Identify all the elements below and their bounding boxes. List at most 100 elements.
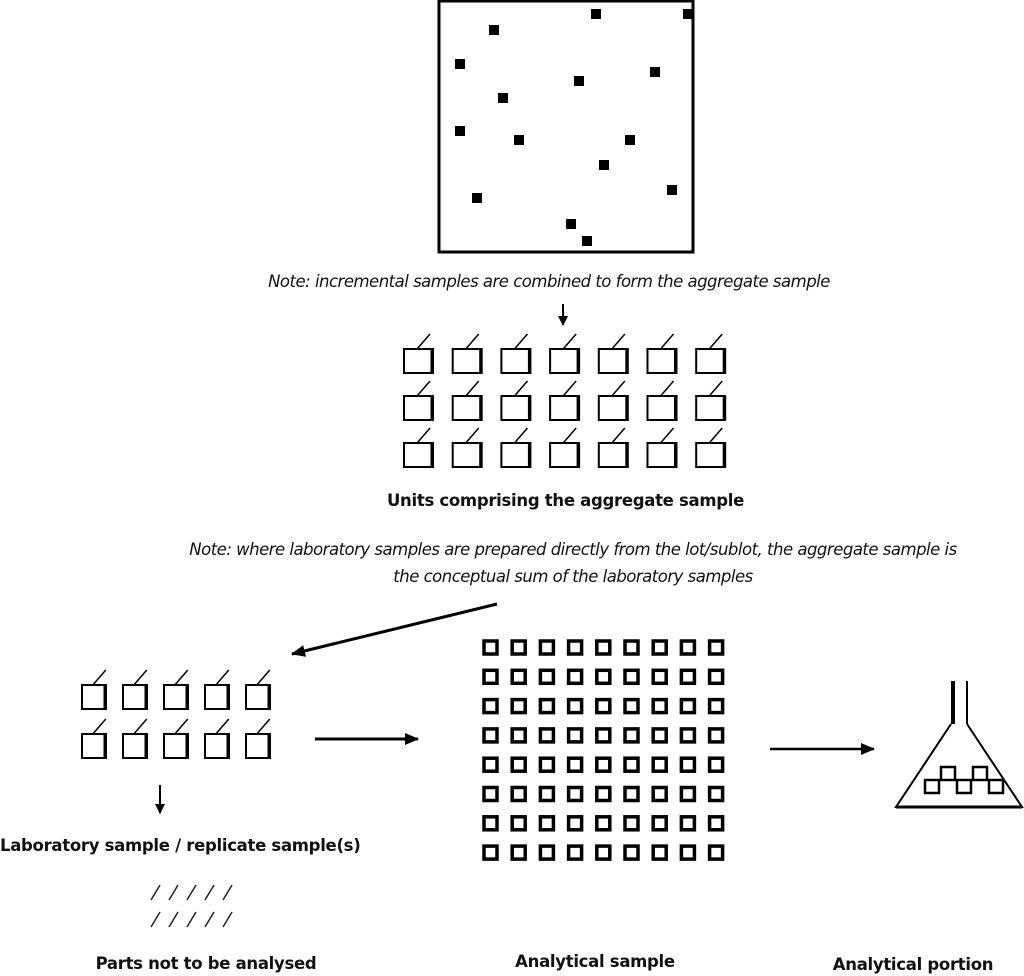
analytical-unit	[538, 815, 556, 832]
sample-unit	[646, 427, 678, 468]
discarded-part	[204, 911, 215, 928]
analytical-unit	[679, 639, 697, 656]
analytical-unit	[679, 697, 697, 715]
note-laboratory-line2: the conceptual sum of the laboratory sam…	[393, 567, 753, 586]
discarded-part	[186, 911, 197, 928]
analytical-portion-units	[923, 765, 1005, 795]
analytical-unit	[482, 756, 499, 773]
portion-unit	[923, 778, 941, 795]
incremental-sample	[489, 25, 499, 35]
analytical-unit	[566, 697, 584, 715]
discarded-part	[222, 911, 233, 928]
caption-aggregate-units: Units comprising the aggregate sample	[386, 491, 745, 510]
discarded-part	[186, 884, 197, 901]
analytical-unit	[679, 756, 697, 773]
analytical-unit	[510, 727, 527, 744]
analytical-unit	[651, 785, 668, 803]
sample-unit	[695, 427, 727, 468]
analytical-unit	[595, 785, 612, 803]
incremental-sample	[498, 93, 508, 103]
incremental-sample	[683, 9, 693, 19]
analytical-unit	[651, 697, 668, 715]
sample-unit	[122, 669, 148, 710]
analytical-unit	[482, 697, 499, 715]
analytical-unit	[538, 785, 556, 803]
sample-unit	[204, 718, 230, 759]
analytical-unit	[679, 785, 697, 803]
analytical-unit	[482, 639, 499, 656]
incremental-sample	[574, 76, 584, 86]
analytical-unit	[623, 668, 640, 686]
analytical-unit	[566, 756, 584, 773]
sample-unit	[163, 718, 189, 759]
sample-unit	[204, 669, 230, 710]
discarded-part	[168, 884, 179, 901]
analytical-unit	[623, 697, 640, 715]
analytical-unit	[679, 727, 697, 744]
portion-unit	[939, 765, 957, 782]
analytical-unit	[538, 727, 556, 744]
analytical-unit	[566, 785, 584, 803]
analytical-unit	[538, 639, 556, 656]
sample-unit	[451, 427, 483, 468]
sample-unit	[81, 718, 107, 759]
caption-laboratory-sample: Laboratory sample / replicate sample(s)	[0, 836, 361, 855]
sample-unit	[646, 333, 678, 374]
sample-unit	[500, 380, 532, 421]
sample-unit	[81, 669, 107, 710]
analytical-unit	[510, 785, 527, 803]
analytical-unit	[623, 756, 640, 773]
caption-parts-not-analysed: Parts not to be analysed	[95, 954, 317, 973]
discarded-part	[222, 884, 233, 901]
analytical-unit	[707, 697, 725, 715]
analytical-unit	[510, 697, 527, 715]
analytical-unit	[595, 844, 612, 861]
sample-unit	[500, 427, 532, 468]
analytical-unit	[679, 668, 697, 686]
analytical-unit	[623, 639, 640, 656]
analytical-unit	[707, 815, 725, 832]
caption-analytical-sample: Analytical sample	[515, 952, 675, 971]
analytical-unit	[538, 756, 556, 773]
analytical-unit	[510, 815, 527, 832]
laboratory-sample-units	[81, 669, 271, 759]
caption-analytical-portion: Analytical portion	[832, 955, 994, 974]
analytical-unit	[510, 844, 527, 861]
note-laboratory-line1: Note: where laboratory samples are prepa…	[189, 540, 957, 559]
portion-unit	[971, 765, 989, 782]
analytical-unit	[482, 727, 499, 744]
analytical-unit	[538, 668, 556, 686]
analytical-unit	[651, 844, 668, 861]
sample-unit	[403, 333, 434, 374]
analytical-unit	[707, 639, 725, 656]
sample-unit	[403, 427, 434, 468]
analytical-unit	[482, 785, 499, 803]
sample-unit	[597, 380, 629, 421]
analytical-unit	[482, 668, 499, 686]
incremental-sample	[514, 135, 524, 145]
sample-unit	[695, 380, 727, 421]
analytical-unit	[566, 815, 584, 832]
analytical-unit	[623, 727, 640, 744]
analytical-sample-units	[482, 639, 725, 861]
incremental-sample	[582, 236, 592, 246]
sample-unit	[646, 380, 678, 421]
flask-icon	[894, 681, 1024, 809]
analytical-unit	[707, 727, 725, 744]
arrow-to-laboratory-sample	[291, 602, 498, 657]
sample-unit	[597, 333, 629, 374]
lot-box	[437, 0, 695, 254]
aggregate-sample-units	[403, 333, 727, 468]
analytical-unit	[566, 727, 584, 744]
analytical-unit	[510, 639, 527, 656]
note-incremental: Note: incremental samples are combined t…	[268, 272, 830, 291]
parts-not-analysed-marks	[150, 884, 233, 928]
analytical-unit	[651, 639, 668, 656]
analytical-unit	[651, 668, 668, 686]
analytical-unit	[623, 815, 640, 832]
analytical-unit	[679, 844, 697, 861]
analytical-unit	[707, 756, 725, 773]
incremental-sample	[455, 59, 465, 69]
analytical-unit	[707, 668, 725, 686]
discarded-part	[150, 884, 161, 901]
